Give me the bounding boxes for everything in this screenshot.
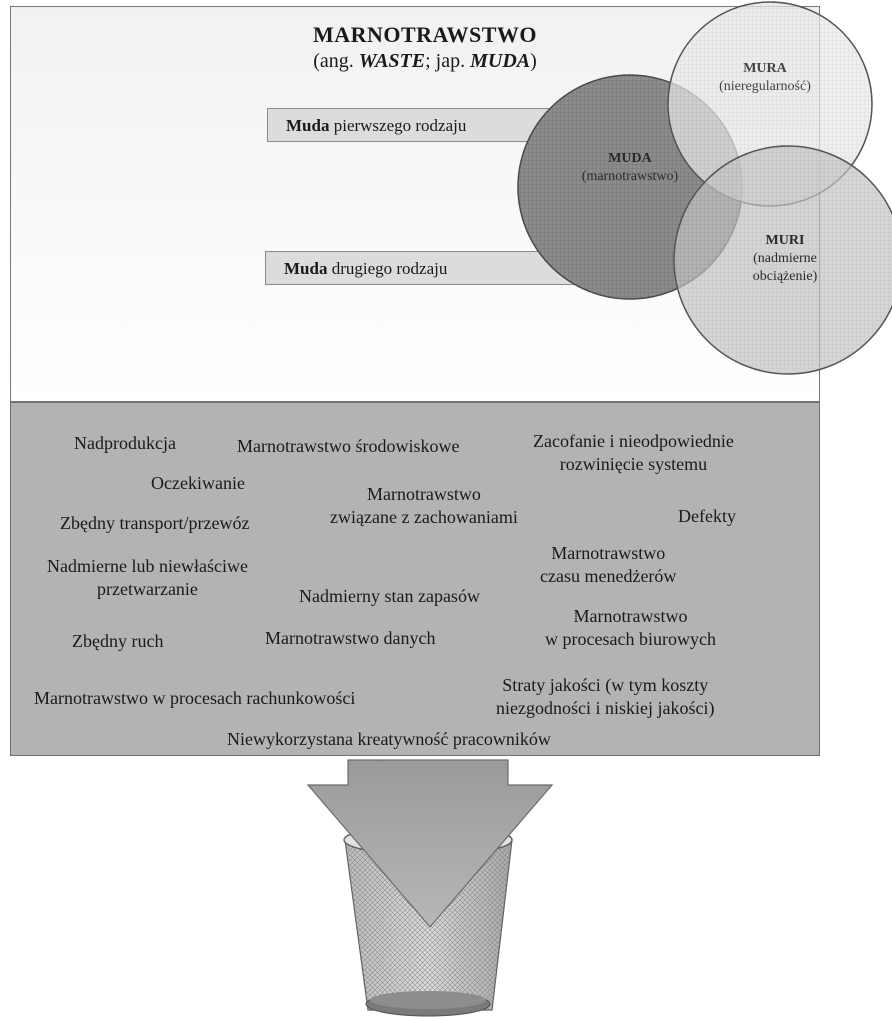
muda-title: MUDA: [608, 151, 652, 166]
muri-label: MURI (nadmierne obciążenie): [715, 232, 855, 286]
subtitle-suffix: ): [530, 50, 537, 72]
muda-type-2-bold: Muda: [284, 259, 328, 278]
mura-description: (nieregularność): [719, 79, 811, 94]
muri-circle: [673, 145, 892, 375]
diagram-subtitle: (ang. WASTE; jap. MUDA): [230, 50, 620, 73]
subtitle-prefix: (ang.: [313, 50, 359, 72]
muda-type-2-box: Muda drugiego rodzaju: [265, 251, 582, 285]
waste-types-panel: [10, 402, 820, 756]
waste-item: Niewykorzystana kreatywność pracowników: [227, 729, 551, 749]
waste-item: Defekty: [678, 506, 736, 526]
muri-title: MURI: [765, 233, 805, 248]
down-arrow: [306, 759, 554, 928]
muda-type-2-text: drugiego rodzaju: [327, 259, 448, 278]
waste-item: Marnotrawstwo danych: [265, 628, 436, 648]
muda-label: MUDA (marnotrawstwo): [545, 150, 715, 186]
waste-item: Nadprodukcja: [74, 433, 176, 453]
subtitle-separator: ; jap.: [425, 50, 471, 72]
waste-item: Marnotrawstwo w procesach rachunkowości: [34, 688, 356, 708]
subtitle-japanese-term: MUDA: [470, 50, 531, 72]
waste-item: Oczekiwanie: [151, 473, 245, 493]
muda-type-1-text: pierwszego rodzaju: [329, 116, 467, 135]
waste-item: Zbędny ruch: [72, 631, 164, 651]
waste-item: Zbędny transport/przewóz: [60, 513, 250, 533]
muda-description: (marnotrawstwo): [581, 169, 679, 184]
diagram-title: MARNOTRAWSTWO: [312, 22, 538, 47]
muda-type-1-bold: Muda: [286, 116, 330, 135]
mura-label: MURA (nieregularność): [690, 60, 840, 96]
waste-item: Nadmierny stan zapasów: [299, 586, 480, 606]
muri-description-line-2: obciążenie): [752, 269, 818, 284]
muri-description-line-1: (nadmierne: [753, 251, 817, 266]
waste-item: Marnotrawstwo środowiskowe: [237, 436, 460, 456]
mura-title: MURA: [743, 61, 787, 76]
subtitle-english-term: WASTE: [358, 50, 426, 72]
